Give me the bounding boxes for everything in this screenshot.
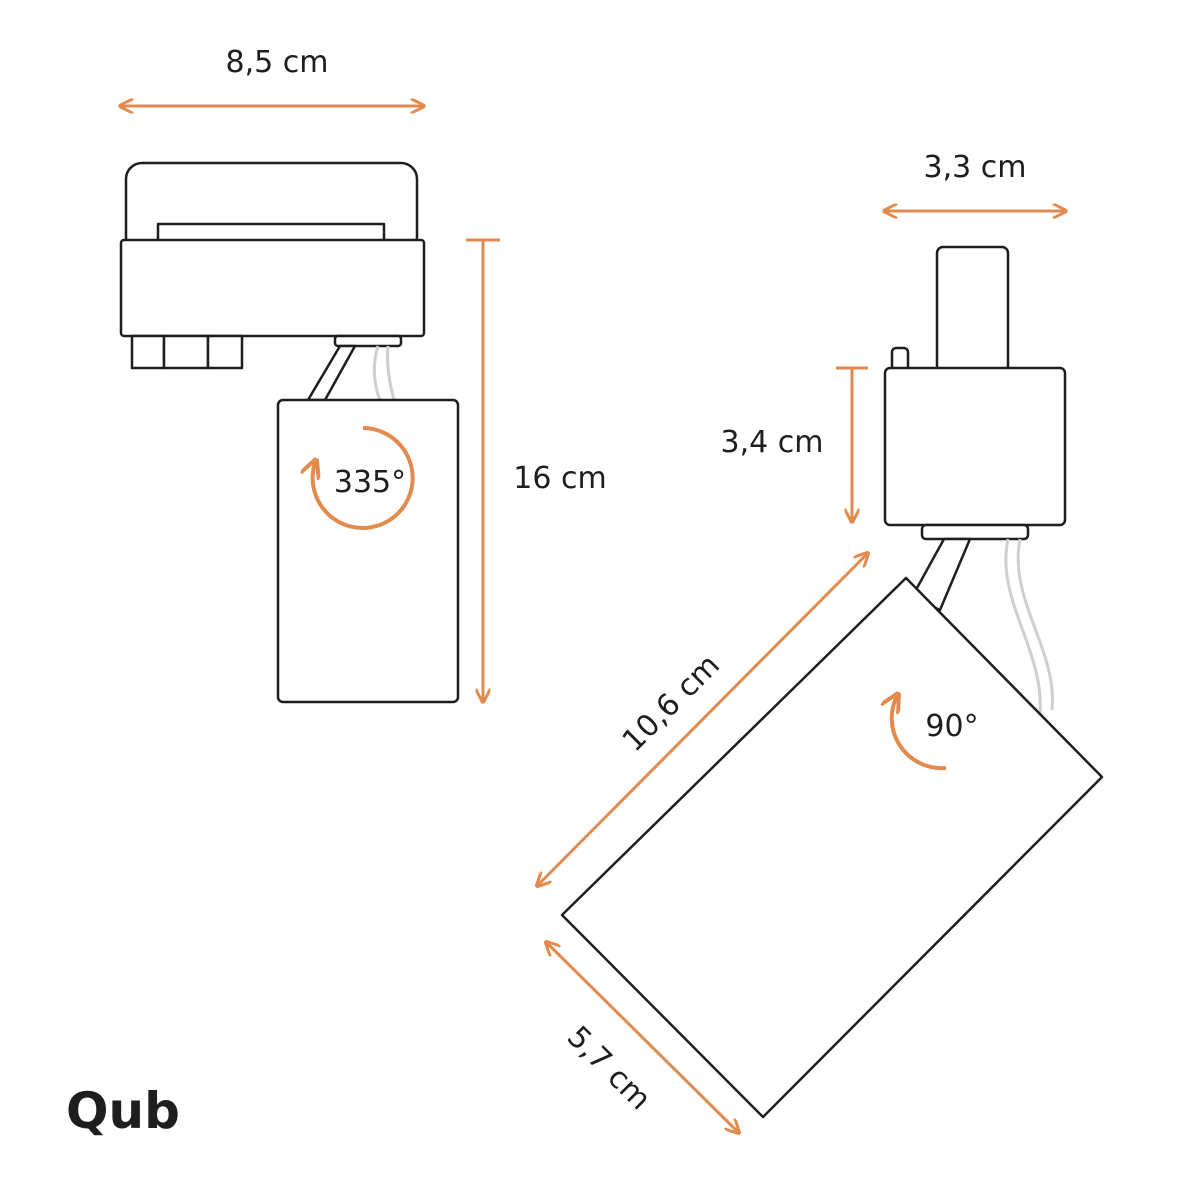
spot-diameter-arrow — [546, 942, 739, 1133]
left-fixture — [119, 161, 426, 370]
right-adapter-column — [935, 245, 1010, 374]
track-adapter-body — [119, 238, 426, 338]
joint-plate — [333, 334, 403, 348]
adapter-pin-2 — [162, 334, 210, 370]
left-spot-body — [276, 398, 460, 704]
right-head-block — [883, 366, 1067, 527]
right-stem — [910, 537, 972, 612]
right-joint-plate — [920, 523, 1030, 541]
right-wires — [1004, 538, 1054, 716]
adapter-width-label: 8,5 cm — [226, 45, 329, 80]
total-height-label: 16 cm — [513, 461, 606, 496]
rotation-90-label: 90° — [925, 709, 978, 744]
head-width-label: 3,3 cm — [924, 150, 1027, 185]
brand-logo: Qub — [66, 1082, 180, 1140]
rotation-335-label: 335° — [334, 465, 406, 500]
rotation-335-arc — [313, 426, 415, 530]
left-stem — [306, 344, 357, 402]
spot-length-arrow — [537, 553, 868, 886]
right-adapter-button — [890, 346, 910, 372]
head-height-label: 3,4 cm — [721, 425, 824, 460]
left-wires — [372, 345, 396, 401]
right-fixture — [883, 245, 1067, 541]
adapter-pin-3 — [206, 334, 244, 370]
spot-diameter-label: 5,7 cm — [560, 1020, 658, 1118]
rotation-90-arc — [892, 694, 947, 771]
adapter-pin-1 — [130, 334, 166, 370]
spot-length-label: 10,6 cm — [616, 648, 727, 759]
